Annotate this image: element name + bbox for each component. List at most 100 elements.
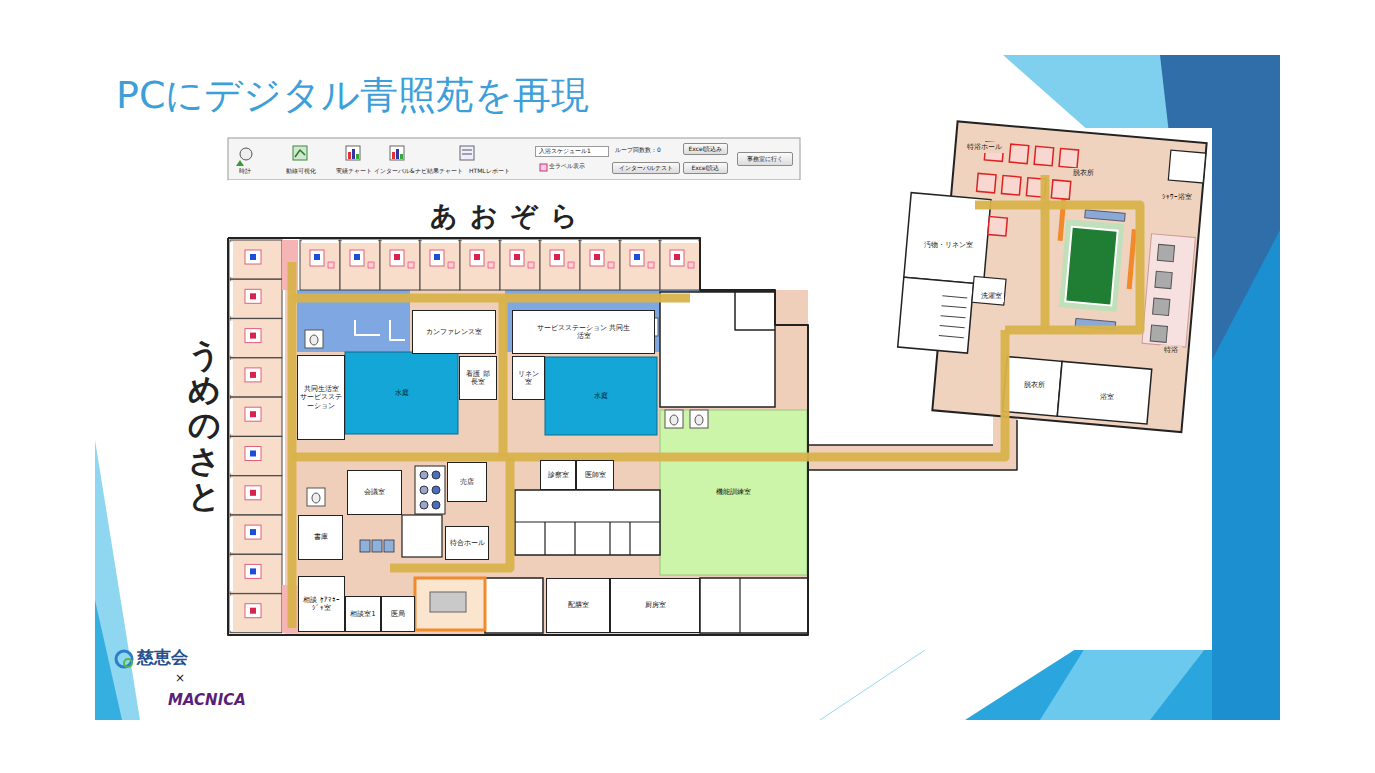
resident-room xyxy=(420,240,460,290)
chair-icon xyxy=(977,173,997,193)
room-box: 会議室 xyxy=(347,470,402,515)
room-box: 待合ホール xyxy=(445,526,489,560)
room-label-box: 洗濯室 xyxy=(978,291,1004,302)
room-label: 共同生活室 サービスステーション xyxy=(300,385,342,409)
loop-counter: ループ回数数：0 xyxy=(615,147,661,154)
window xyxy=(622,240,658,243)
room-label: インターバルテスト xyxy=(619,165,673,172)
report-icon xyxy=(462,150,472,151)
wall xyxy=(515,521,660,522)
toolbar-label: 実績チャート xyxy=(336,168,372,175)
wall xyxy=(805,420,1017,470)
report-icon xyxy=(460,146,474,160)
toilet-icon xyxy=(695,415,703,425)
room-box: 書庫 xyxy=(298,515,343,560)
bed-icon xyxy=(245,525,261,539)
bed-icon xyxy=(550,250,564,266)
room-label-box: 機能訓練室 xyxy=(700,480,766,504)
window xyxy=(662,240,698,243)
resident-marker xyxy=(448,262,454,268)
resident-room xyxy=(230,554,282,593)
desk-icon xyxy=(384,540,394,552)
outer-wall xyxy=(228,238,808,635)
resident-marker xyxy=(250,411,256,417)
water-garden xyxy=(345,352,458,434)
partition xyxy=(355,320,380,335)
room-label: 入浴スケジュール1 xyxy=(539,148,591,155)
room-label: 脱衣所 xyxy=(1073,169,1094,177)
room-label: 相談室1 xyxy=(350,610,375,618)
room-label: 相談 ｹｱﾏﾈｰｼﾞｬ室 xyxy=(301,596,342,612)
resident-room xyxy=(230,476,282,515)
wall xyxy=(805,444,993,446)
toolbar-button: インターバルテスト xyxy=(612,162,680,174)
room-label: 浴室 xyxy=(1100,393,1114,401)
bed-icon xyxy=(1085,210,1126,221)
slide-title: PCにデジタル青照苑を再現 xyxy=(116,70,589,121)
window xyxy=(542,240,578,243)
logo-icon xyxy=(124,659,132,667)
toolbar-button: Excel読込み xyxy=(683,143,728,155)
room-box: リネン室 xyxy=(512,356,545,400)
chart-icon xyxy=(390,146,404,160)
bed-icon xyxy=(590,250,604,266)
room-box: 相談 ｹｱﾏﾈｰｼﾞｬ室 xyxy=(298,576,345,632)
resident-marker xyxy=(368,262,374,268)
resident-marker xyxy=(528,262,534,268)
schedule-dropdown: 入浴スケジュール1 xyxy=(535,146,609,157)
resident-room xyxy=(620,240,660,290)
resident-marker xyxy=(314,254,320,260)
toilet-icon xyxy=(312,493,320,503)
chair-icon xyxy=(1059,148,1079,168)
bath-area xyxy=(1059,219,1124,312)
flow-icon xyxy=(295,150,305,157)
window xyxy=(230,556,233,591)
room-label: 売店 xyxy=(460,478,474,486)
resident-room xyxy=(230,397,282,436)
window xyxy=(230,439,233,474)
resident-marker xyxy=(514,254,520,260)
window xyxy=(422,240,458,243)
room-box: 医局 xyxy=(381,596,415,632)
resident-marker xyxy=(688,262,694,268)
chart-icon xyxy=(346,146,360,160)
toolbar-label: 時計 xyxy=(239,168,251,175)
resident-room xyxy=(460,240,500,290)
resident-marker xyxy=(328,262,334,268)
window xyxy=(462,240,498,243)
resident-room xyxy=(380,240,420,290)
window xyxy=(502,240,538,243)
resident-marker xyxy=(354,254,360,260)
bed-icon xyxy=(245,289,261,303)
room-label: 医局 xyxy=(391,610,405,618)
room-label: 特浴ホール xyxy=(967,143,1002,151)
room-shape xyxy=(515,490,660,555)
room-label: 脱衣所 xyxy=(1024,381,1045,389)
desk-icon xyxy=(372,540,382,552)
walking-path xyxy=(292,294,690,303)
bed-icon xyxy=(245,368,261,382)
window xyxy=(230,478,233,513)
chart-icon xyxy=(400,154,403,159)
chart-icon xyxy=(396,149,399,159)
resident-room xyxy=(540,240,580,290)
stairs xyxy=(939,336,964,338)
bed-icon xyxy=(245,250,261,264)
toolbar xyxy=(228,138,800,180)
bed-icon xyxy=(470,250,484,266)
room-shape xyxy=(1168,150,1205,183)
slide-shape xyxy=(1212,230,1280,720)
bed-icon xyxy=(245,329,261,343)
resident-marker xyxy=(250,333,256,339)
resident-marker xyxy=(608,262,614,268)
room-label: 診察室 xyxy=(548,471,569,479)
slide-shape xyxy=(95,440,140,720)
room-label-box: 特浴 xyxy=(1160,345,1182,356)
room-box: 共同生活室 サービスステーション xyxy=(297,355,345,440)
resident-room xyxy=(340,240,380,290)
resident-marker xyxy=(488,262,494,268)
resident-marker xyxy=(674,254,680,260)
room-shape xyxy=(972,276,1006,305)
toilet-icon xyxy=(307,488,325,506)
bath-unit xyxy=(1157,244,1174,261)
